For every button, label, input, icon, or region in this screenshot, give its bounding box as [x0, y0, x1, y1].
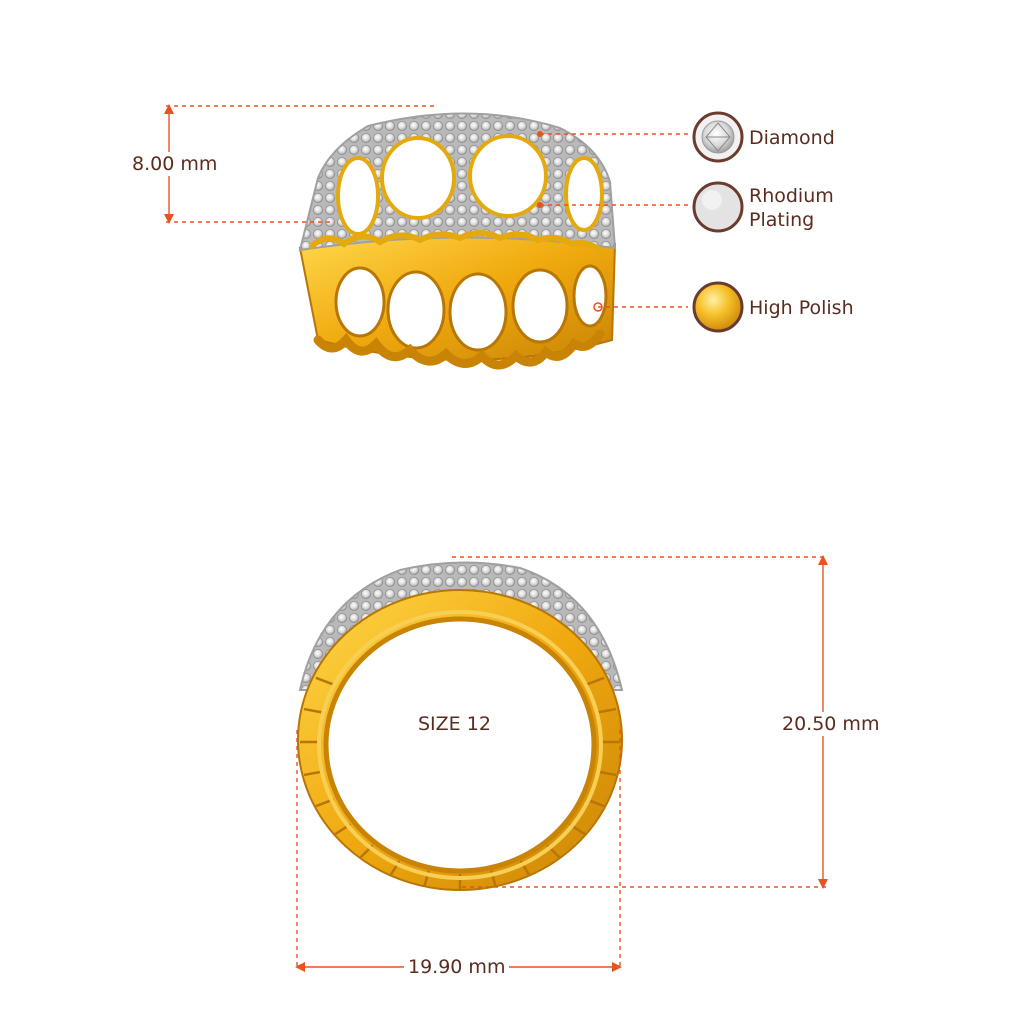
width-measurement: 19.90 mm [404, 955, 510, 979]
rhodium-icon [692, 181, 744, 233]
gold-segment-mark [585, 676, 605, 686]
diamond-icon [692, 111, 744, 163]
lower-scallop-edge [313, 329, 605, 370]
front-inner-opening [323, 616, 597, 874]
upper-openings [336, 134, 604, 236]
gold-segment-mark [303, 707, 324, 714]
gold-icon [692, 281, 744, 333]
gold-segment-mark [315, 676, 335, 686]
ring-top-view [298, 112, 617, 370]
leader-dots [537, 131, 603, 312]
height-measurement: 8.00 mm [128, 152, 222, 176]
outer-diameter-measurement: 20.50 mm [778, 712, 884, 736]
legend-high-polish-label: High Polish [749, 297, 854, 319]
legend-diamond-label: Diamond [749, 127, 835, 149]
lower-openings [334, 264, 608, 352]
ring-front-view [297, 561, 624, 891]
front-inner-rim [317, 610, 603, 880]
ring-size-label: SIZE 12 [418, 713, 491, 735]
dimension-arrowheads [164, 104, 828, 972]
gold-segment-mark [596, 707, 617, 714]
middle-scallop-edge [309, 230, 605, 255]
legend-rhodium-label: Rhodium Plating [749, 185, 834, 231]
